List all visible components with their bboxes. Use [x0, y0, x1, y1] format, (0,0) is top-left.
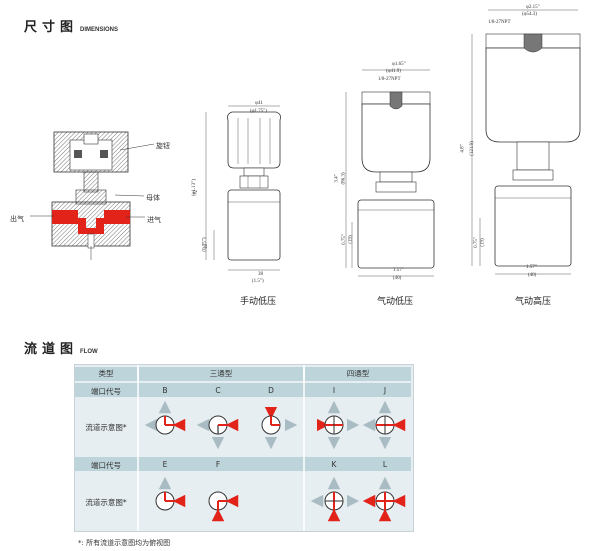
code-c: C	[215, 386, 221, 395]
drawing-pneumatic-low	[336, 60, 456, 288]
flow-c	[196, 415, 239, 450]
code-e: E	[162, 460, 168, 469]
drawing-pneumatic-high	[468, 4, 598, 288]
row2-code-bg	[75, 457, 411, 471]
cutaway-illustration	[34, 118, 184, 268]
row1-port-code-label: 端口代号	[91, 387, 121, 396]
row2-diagram-label: 流道示意图*	[85, 498, 127, 507]
d3-lower: 0.75"	[473, 237, 479, 248]
flow-diagrams-svg	[137, 365, 406, 531]
d1-base: 38	[258, 272, 263, 277]
d3-top-width-mm: (φ54.3)	[522, 12, 537, 17]
d3-port: 1/8-27NPT	[488, 20, 511, 25]
d3-lower-mm: (19)	[480, 238, 486, 247]
row1-code-bg	[75, 383, 411, 397]
flow-footnote: *: 所有流道示意图均为俯视图	[78, 539, 171, 547]
flow-title-en: FLOW	[80, 349, 98, 355]
inlet-label: 进气	[147, 216, 161, 224]
d1-lower-in: (0.75")	[202, 237, 208, 252]
d2-base: 1.57"	[393, 268, 404, 273]
caption-manual-low: 手动低压	[240, 297, 277, 307]
d1-top-width: φ41	[255, 101, 263, 106]
d2-lower: 0.75"	[341, 234, 347, 245]
header-four-way: 四通型	[305, 367, 411, 381]
d1-base-in: (1.5")	[252, 279, 264, 284]
code-d: D	[268, 386, 274, 395]
d1-top-width-in: (φ1.75")	[250, 109, 268, 114]
d2-top-width: φ1.65"	[392, 62, 406, 67]
cutaway-leaders	[30, 143, 155, 218]
nut-label: 母体	[146, 194, 160, 202]
code-i: I	[332, 386, 336, 395]
flow-k	[310, 476, 360, 522]
code-b: B	[162, 386, 168, 395]
header-type: 类型	[75, 367, 137, 381]
code-k: K	[331, 460, 337, 469]
row2-port-code-label: 端口代号	[91, 461, 121, 470]
code-f: F	[215, 460, 221, 469]
flow-l	[362, 476, 406, 522]
outlet-label: 出气	[10, 215, 24, 223]
header-three-way: 三通型	[139, 367, 303, 381]
caption-pneumatic-high: 气动高压	[515, 297, 552, 307]
drawing-manual-low	[190, 98, 318, 288]
flow-d	[261, 406, 298, 450]
d2-top-width-mm: (φ41.9)	[386, 69, 401, 74]
code-l: L	[382, 460, 388, 469]
knob-label: 旋钮	[156, 142, 170, 150]
d2-lower-mm: (19)	[348, 235, 354, 244]
flow-j	[362, 400, 406, 450]
d3-base: 1.57"	[526, 265, 537, 270]
cutaway-svg	[51, 131, 131, 260]
flow-b	[144, 400, 186, 435]
dimensions-title-en: DIMENSIONS	[80, 27, 119, 33]
d1-height-in: (φ1.13")	[192, 178, 198, 197]
d2-port: 1/8-27NPT	[378, 77, 401, 82]
d3-height-mm: (121.9)	[469, 141, 475, 156]
d3-top-width: φ2.15"	[526, 5, 540, 10]
flow-e	[155, 476, 186, 511]
flow-i	[316, 400, 360, 450]
row1-diagram-label: 流道示意图*	[85, 423, 127, 432]
d2-height-mm: (86.3)	[341, 172, 347, 185]
d3-height: 4.8"	[460, 144, 466, 153]
caption-pneumatic-low: 气动低压	[377, 297, 414, 307]
flow-f	[208, 491, 239, 522]
d3-base-mm: (40)	[528, 273, 537, 278]
d2-base-mm: (40)	[393, 276, 402, 281]
flow-table: 类型 三通型 四通型 端口代号 B C D I J 流道示意图* 端口代号 E …	[74, 364, 414, 532]
code-j: J	[383, 386, 387, 395]
d2-height: 3.4"	[334, 174, 340, 183]
